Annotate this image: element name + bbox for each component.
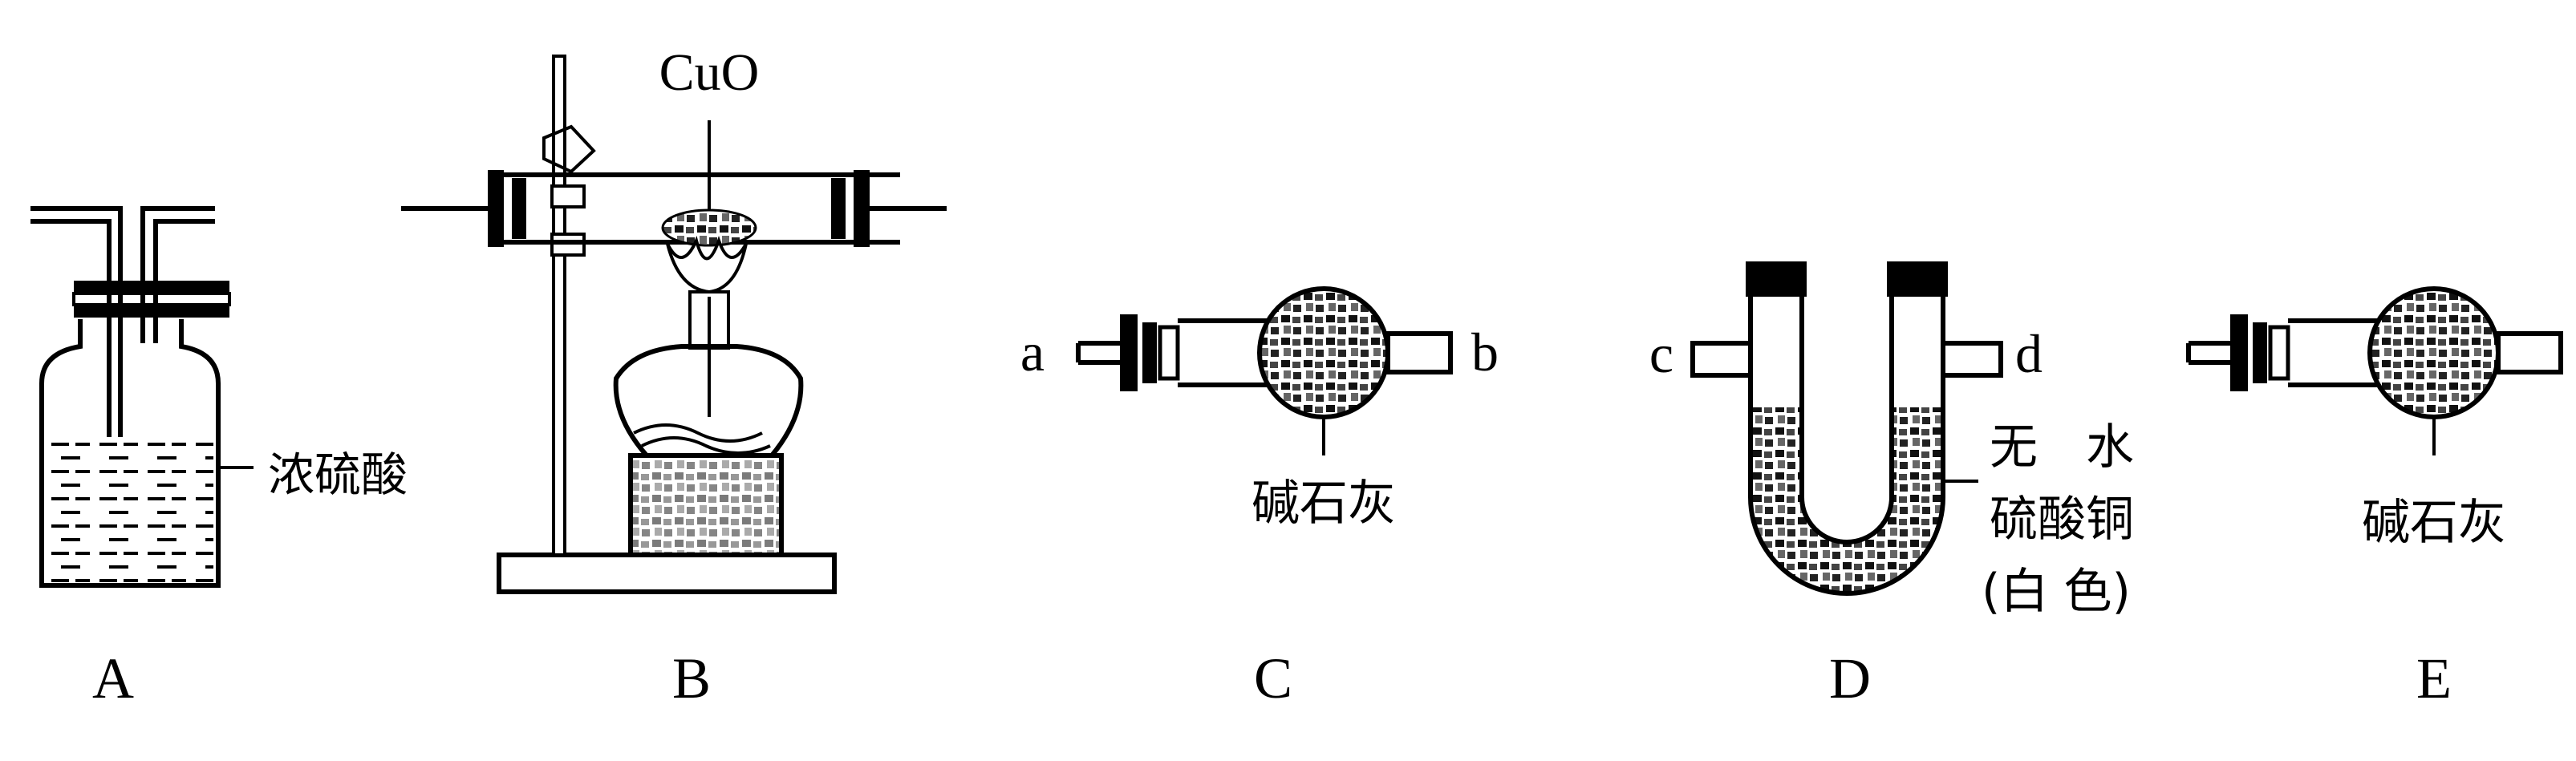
drying-tube-e bbox=[2186, 286, 2563, 419]
apparatus-e: 碱石灰 E bbox=[2186, 286, 2563, 710]
lamp-block bbox=[628, 453, 784, 557]
apparatus-d: c d 无 水 硫酸铜 (白 色) D bbox=[1649, 261, 2134, 710]
u-tube bbox=[1690, 261, 2003, 596]
port-b: b bbox=[1471, 322, 1499, 383]
clamp bbox=[542, 124, 596, 174]
soda-lime-bulb bbox=[2367, 286, 2501, 419]
caption-c: C bbox=[1254, 646, 1292, 710]
caption-a: A bbox=[92, 646, 134, 710]
stand-rod bbox=[552, 55, 566, 557]
caption-b: B bbox=[672, 646, 711, 710]
port-c: c bbox=[1649, 323, 1673, 384]
apparatus-b: CuO B bbox=[401, 43, 947, 710]
flame bbox=[666, 235, 748, 294]
label-anhydrous-line1: 无 水 bbox=[1990, 419, 2134, 476]
label-anhydrous-line3: (白 色) bbox=[1982, 564, 2131, 620]
drying-tube-c bbox=[1076, 286, 1453, 419]
port-a: a bbox=[1020, 322, 1045, 383]
stand-base bbox=[497, 553, 837, 594]
soda-lime-bulb bbox=[1257, 286, 1390, 419]
label-anhydrous-line2: 硫酸铜 bbox=[1990, 492, 2134, 548]
label-soda-lime-c: 碱石灰 bbox=[1251, 476, 1396, 532]
label-soda-lime-e: 碱石灰 bbox=[2362, 495, 2506, 551]
apparatus-c: a b 碱石灰 C bbox=[1020, 286, 1499, 710]
gas-washing-bottle bbox=[30, 206, 231, 588]
port-d: d bbox=[2015, 323, 2043, 384]
apparatus-a: 浓硫酸 A bbox=[30, 206, 408, 710]
caption-d: D bbox=[1829, 646, 1871, 710]
caption-e: E bbox=[2416, 646, 2452, 710]
cuo-powder bbox=[661, 208, 757, 247]
alcohol-lamp bbox=[613, 344, 804, 458]
label-concentrated-sulfuric-acid: 浓硫酸 bbox=[268, 447, 408, 502]
label-cuo: CuO bbox=[659, 43, 760, 102]
